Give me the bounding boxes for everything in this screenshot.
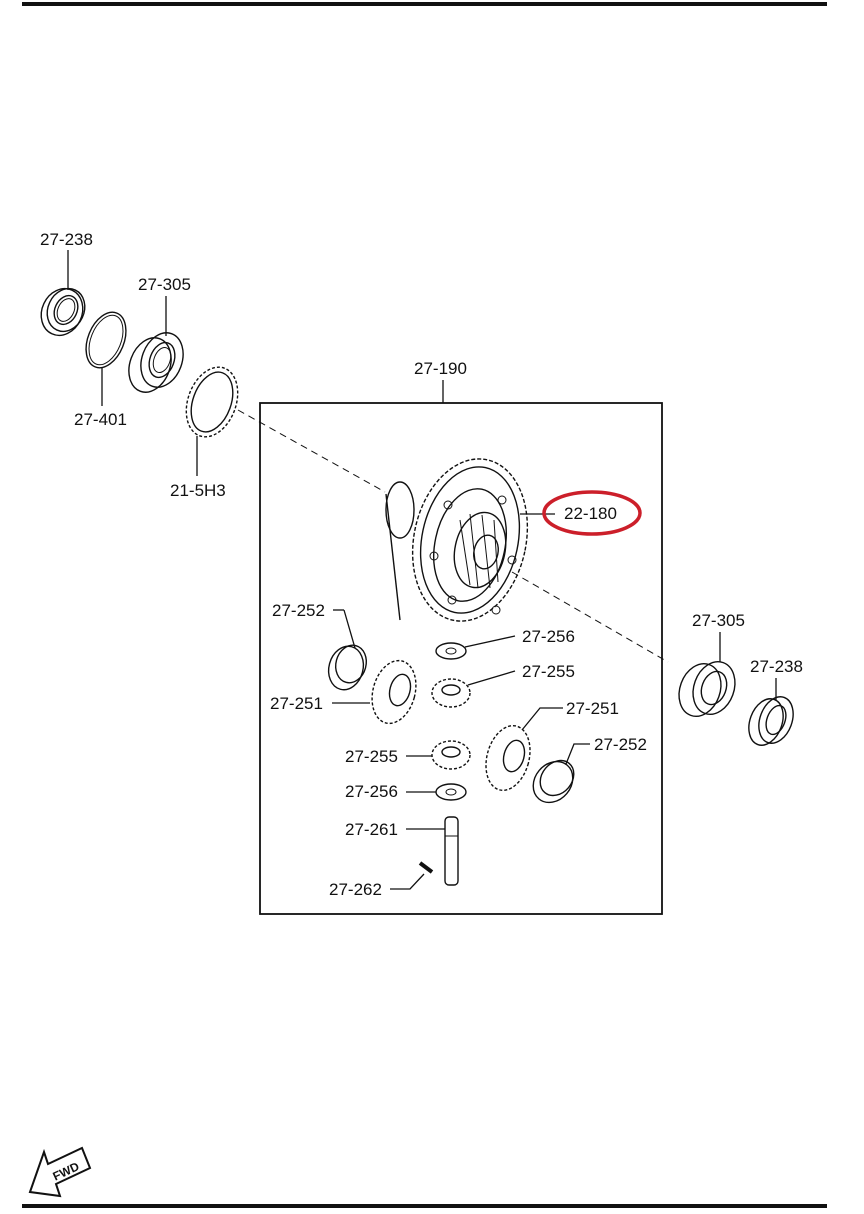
label-27-256-top: 27-256	[522, 627, 575, 646]
label-27-252-right: 27-252	[594, 735, 647, 754]
leader-27-252-right	[565, 743, 590, 765]
label-27-255-right: 27-255	[522, 662, 575, 681]
shim-ring	[85, 311, 127, 369]
label-27-251-right: 27-251	[566, 699, 619, 718]
leader-27-256-top	[464, 635, 516, 648]
leader-27-252-left-v	[343, 609, 356, 649]
thrust-washer-bottom	[435, 783, 467, 801]
ring-gear-assembly	[385, 458, 529, 622]
label-27-238-top: 27-238	[40, 230, 93, 249]
label-27-190: 27-190	[414, 359, 467, 378]
leader-27-255-right	[467, 670, 516, 686]
side-gear-washer-right	[532, 759, 575, 804]
oil-seal-top	[40, 287, 86, 337]
leader-27-251-right	[521, 707, 563, 731]
oil-seal-right	[748, 696, 794, 746]
label-27-256-bottom: 27-256	[345, 782, 398, 801]
label-27-261: 27-261	[345, 820, 398, 839]
side-gear-washer-left	[327, 644, 368, 691]
label-27-251-left: 27-251	[270, 694, 323, 713]
label-27-305-right: 27-305	[692, 611, 745, 630]
label-27-255-left: 27-255	[345, 747, 398, 766]
label-27-238-right: 27-238	[750, 657, 803, 676]
assembly-box	[259, 402, 663, 915]
speedometer-gear	[185, 366, 239, 438]
side-gear-left	[371, 659, 417, 725]
highlight-ellipse	[542, 490, 642, 536]
bearing-top	[128, 332, 184, 393]
bottom-border	[22, 1204, 827, 1208]
pinion-gear-right	[431, 678, 471, 708]
thrust-washer-top	[435, 642, 467, 660]
label-21-5H3: 21-5H3	[170, 481, 226, 500]
leader-27-262	[390, 873, 425, 890]
label-22-180: 22-180	[564, 504, 617, 523]
label-27-262: 27-262	[329, 880, 382, 899]
axis-dash-line	[237, 409, 669, 663]
side-gear-right	[485, 724, 531, 792]
label-27-252-left: 27-252	[272, 601, 325, 620]
pinion-gear-left	[431, 740, 471, 770]
pinion-shaft	[444, 816, 459, 886]
top-border	[22, 2, 827, 6]
label-27-401: 27-401	[74, 410, 127, 429]
bearing-right	[678, 661, 736, 717]
label-27-305-top: 27-305	[138, 275, 191, 294]
lock-pin	[418, 861, 434, 874]
forward-arrow-icon: FWD	[28, 1146, 92, 1198]
